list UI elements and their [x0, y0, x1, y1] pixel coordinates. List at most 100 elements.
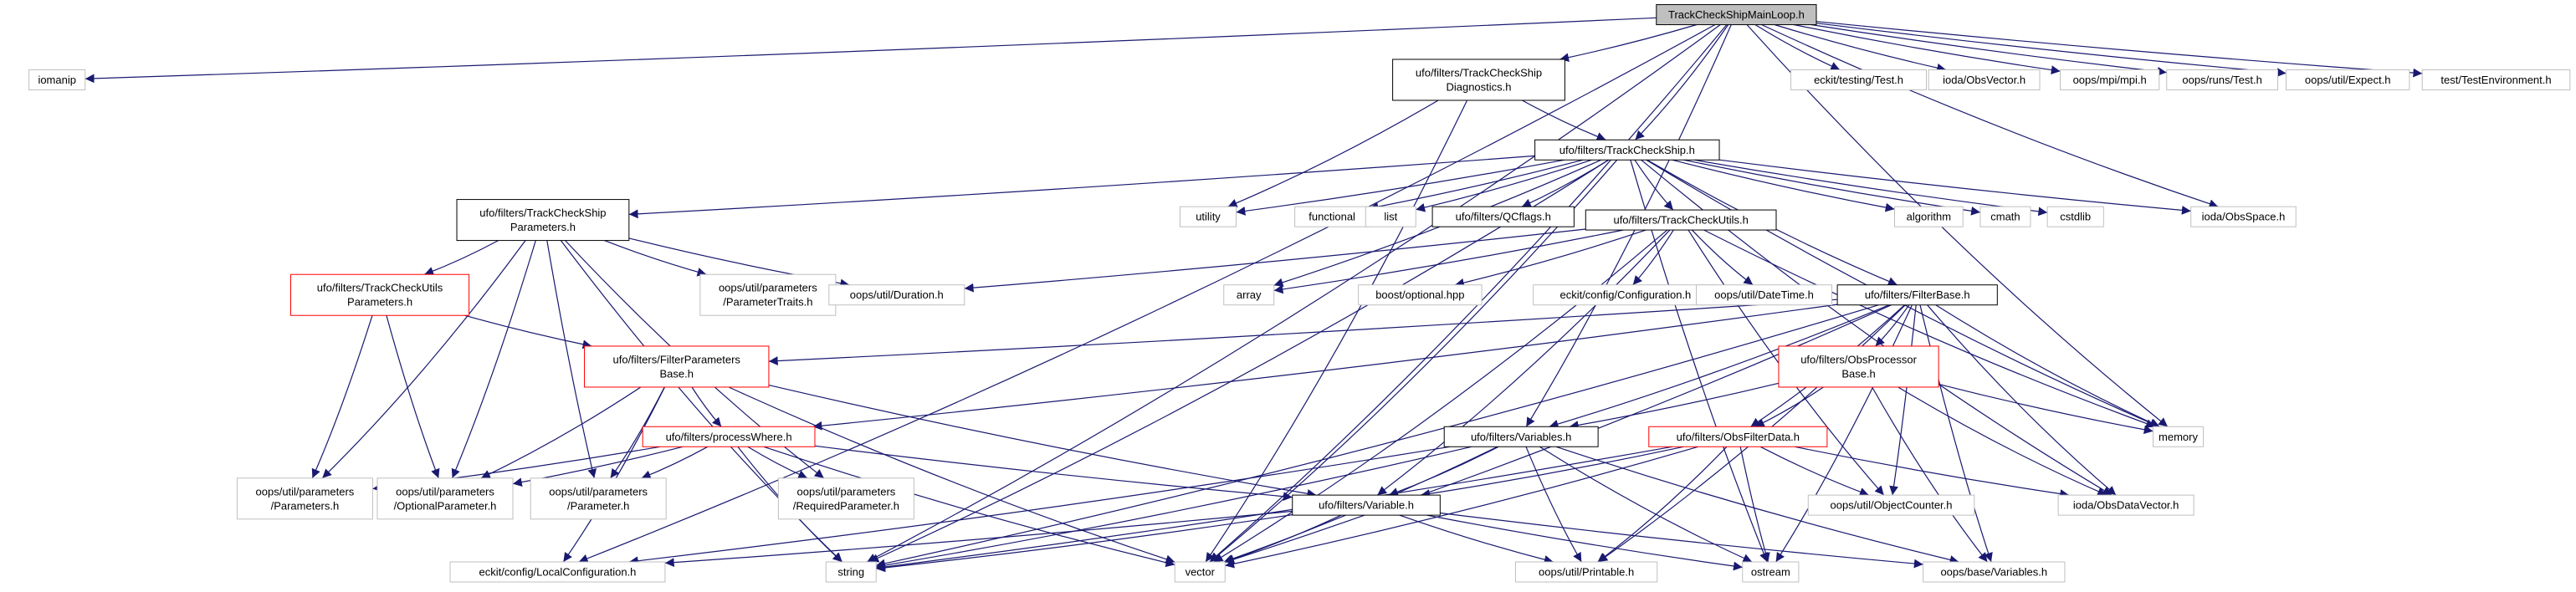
edge-main-to-ectest: [1754, 23, 1841, 71]
edge-tcs-to-array: [1273, 159, 1601, 288]
edge-pwhere-to-reqparam: [747, 446, 808, 479]
node-label: Parameters.h: [510, 221, 576, 233]
edge-tcu-to-memory: [1703, 229, 2156, 428]
edge-variables-to-ostream: [1539, 446, 1753, 563]
node-label: ufo/filters/TrackCheckShip: [1416, 66, 1542, 79]
node-box: [1648, 426, 1828, 447]
node-box: [1443, 426, 1599, 447]
node-label: boost/optional.hpp: [1375, 288, 1464, 301]
node-objcounter: oops/util/ObjectCounter.h: [1807, 494, 1975, 516]
edge-tcs-to-tcsp: [628, 155, 1535, 219]
edge-tcu-to-duration: [964, 228, 1586, 293]
node-box: [1292, 494, 1441, 516]
node-label: oops/mpi/mpi.h: [2073, 74, 2147, 86]
edge-main-to-testenv: [1815, 21, 2423, 78]
edge-tcsp-to-tcup: [424, 240, 499, 276]
node-label: vector: [1186, 566, 1216, 579]
node-box: [1174, 561, 1226, 583]
node-label: iomanip: [38, 74, 76, 86]
node-filterbase[interactable]: ufo/filters/FilterBase.h: [1836, 284, 1998, 306]
edge-filterbase-to-odv: [1927, 304, 2117, 496]
node-label: /ParameterTraits.h: [723, 296, 812, 309]
edge-filterbase-to-ostream: [1775, 304, 1913, 563]
node-box: [1807, 494, 1975, 516]
edge-tcs-to-tcu: [1634, 159, 1674, 211]
edge-variable-to-vector: [1224, 514, 1342, 564]
node-label: functional: [1308, 211, 1355, 223]
edge-tcu-to-variable: [1376, 229, 1671, 496]
edge-opb-to-variables: [1569, 382, 1780, 430]
node-label: oops/util/parameters: [719, 282, 817, 294]
edge-filterbase-to-pwhere: [812, 304, 1838, 431]
edge-variables-to-basevars: [1555, 446, 1959, 564]
node-box: [2166, 69, 2279, 90]
node-basevars: oops/base/Variables.h: [1923, 561, 2066, 583]
node-cstdlib: cstdlib: [2046, 206, 2104, 227]
node-box: [1431, 206, 1575, 227]
edge-diag-to-utility: [1227, 100, 1439, 207]
node-box: [1979, 206, 2031, 227]
node-testenv: test/TestEnvironment.h: [2421, 69, 2571, 90]
node-tcu[interactable]: ufo/filters/TrackCheckUtils.h: [1585, 209, 1777, 231]
node-functional: functional: [1294, 206, 1370, 227]
node-label: test/TestEnvironment.h: [2440, 74, 2551, 86]
edge-pwhere-to-variable: [814, 445, 1293, 502]
edge-variables-to-variable: [1388, 446, 1499, 497]
edge-main-to-mpi: [1793, 23, 2061, 74]
node-box: [2057, 494, 2194, 516]
node-label: ufo/filters/TrackCheckUtils: [317, 282, 443, 294]
node-runs: oops/runs/Test.h: [2166, 69, 2279, 90]
node-obsspace: ioda/ObsSpace.h: [2190, 206, 2297, 227]
node-label: oops/runs/Test.h: [2182, 74, 2261, 86]
edge-main-to-string: [867, 24, 1721, 563]
node-label: oops/util/parameters: [396, 485, 494, 498]
edge-variables-to-printable: [1525, 447, 1582, 563]
node-box: [584, 345, 770, 388]
edge-ofd-to-objcounter: [1759, 446, 1869, 497]
node-box: [376, 477, 514, 520]
edge-tcu-to-ecconf: [1632, 229, 1674, 286]
edge-variables-to-string: [876, 446, 1472, 570]
node-params: oops/util/parameters/Parameters.h: [236, 477, 373, 520]
node-main[interactable]: TrackCheckShipMainLoop.h: [1656, 4, 1817, 26]
node-ofd[interactable]: ufo/filters/ObsFilterData.h: [1648, 426, 1828, 447]
edge-filterbase-to-opb: [1875, 304, 1910, 347]
node-localconf: eckit/config/LocalConfiguration.h: [449, 561, 666, 583]
node-box: [1836, 284, 1998, 306]
node-label: oops/util/parameters: [256, 485, 355, 498]
node-variable[interactable]: ufo/filters/Variable.h: [1292, 494, 1441, 516]
node-box: [2060, 69, 2160, 90]
node-label: ufo/filters/Variables.h: [1471, 431, 1571, 443]
node-qcflags[interactable]: ufo/filters/QCflags.h: [1431, 206, 1575, 227]
edge-tcsp-to-optparam: [451, 240, 536, 479]
node-reqparam: oops/util/parameters/RequiredParameter.h: [777, 477, 914, 520]
node-label: ioda/ObsVector.h: [1943, 74, 2025, 86]
node-label: eckit/config/Configuration.h: [1559, 288, 1691, 301]
node-label: TrackCheckShipMainLoop.h: [1668, 8, 1805, 21]
edge-fpb-to-variable: [768, 385, 1317, 498]
node-pwhere[interactable]: ufo/filters/processWhere.h: [642, 426, 816, 447]
node-array: array: [1223, 284, 1275, 306]
node-label: oops/util/parameters: [797, 485, 896, 498]
node-label: Diagnostics.h: [1446, 80, 1511, 93]
edge-ofd-to-string: [876, 446, 1672, 572]
edge-ofd-to-odv: [1795, 446, 2070, 498]
node-label: oops/util/parameters: [549, 485, 648, 498]
edge-diag-to-vector: [1205, 100, 1468, 563]
edge-tcsp-to-param: [546, 240, 597, 478]
edge-tcs-to-functional: [1369, 159, 1584, 212]
node-label: ioda/ObsDataVector.h: [2073, 499, 2179, 512]
node-tcs[interactable]: ufo/filters/TrackCheckShip.h: [1534, 139, 1720, 161]
node-box: [1585, 209, 1777, 231]
node-algorithm: algorithm: [1894, 206, 1964, 227]
node-label: ufo/filters/FilterBase.h: [1865, 288, 1970, 301]
node-box: [1534, 139, 1720, 161]
node-label: /OptionalParameter.h: [394, 499, 497, 512]
node-box: [1514, 561, 1658, 583]
node-variables[interactable]: ufo/filters/Variables.h: [1443, 426, 1599, 447]
